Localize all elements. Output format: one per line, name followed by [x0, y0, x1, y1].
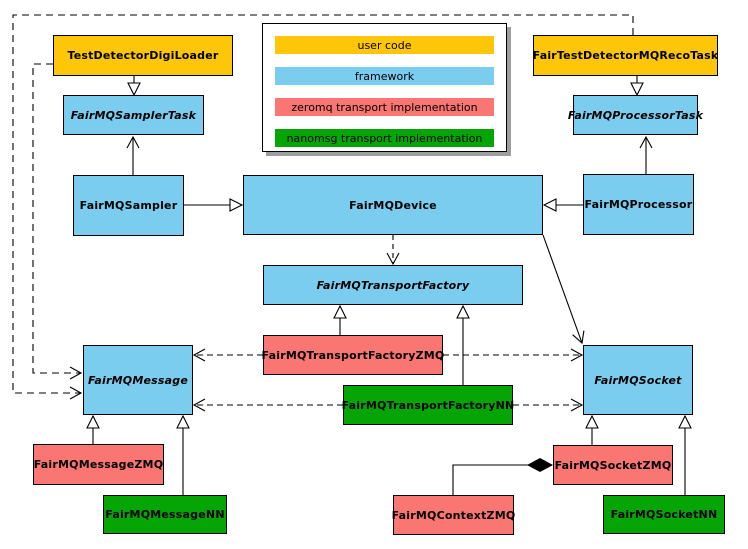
class-label: FairMQMessage: [87, 373, 189, 387]
class-box-fairmqmessagezmq: FairMQMessageZMQ: [33, 444, 164, 485]
class-label: TestDetectorDigiLoader: [67, 49, 219, 62]
class-box-fairmqsocketnn: FairMQSocketNN: [603, 495, 725, 534]
legend: user code framework zeromq transport imp…: [262, 23, 507, 152]
class-box-fairmqsamplertask: FairMQSamplerTask: [63, 95, 204, 135]
class-box-fairmqsocket: FairMQSocket: [583, 345, 693, 415]
legend-item-user-code: user code: [275, 36, 494, 54]
class-box-fairmqtransportfactory: FairMQTransportFactory: [263, 265, 523, 305]
edge-loader-uses-message: [32, 63, 83, 380]
class-box-fairtestdetectormqrecotask: FairTestDetectorMQRecoTask: [533, 35, 718, 76]
class-label: FairMQMessageNN: [105, 508, 225, 521]
class-box-fairmqcontextzmq: FairMQContextZMQ: [391, 495, 516, 535]
class-label: FairMQSocket: [594, 373, 682, 387]
composition-diamond-icon: [527, 458, 553, 472]
class-box-fairmqprocessor: FairMQProcessor: [583, 174, 694, 235]
class-box-fairmqmessage: FairMQMessage: [83, 345, 193, 415]
class-label: FairMQMessageZMQ: [33, 458, 164, 471]
class-label: FairMQTransportFactory: [316, 278, 470, 292]
legend-item-nanomsg: nanomsg transport implementation: [275, 129, 494, 147]
class-label: FairMQSampler: [79, 199, 178, 212]
legend-label: user code: [357, 38, 412, 52]
edge-device-socket: [542, 234, 585, 345]
class-label: FairMQProcessor: [584, 198, 693, 211]
class-label: FairMQTransportFactoryNN: [341, 398, 515, 412]
legend-item-framework: framework: [275, 67, 494, 85]
legend-item-zeromq: zeromq transport implementation: [275, 98, 494, 116]
legend-label: zeromq transport implementation: [291, 100, 478, 114]
class-label: FairMQSocketZMQ: [554, 458, 672, 472]
class-label: FairMQSamplerTask: [70, 108, 197, 122]
class-label: FairMQProcessorTask: [567, 108, 704, 122]
edge-contextzmq-socketzmq: [452, 464, 528, 495]
class-box-fairmqmessagenn: FairMQMessageNN: [103, 495, 227, 534]
class-label: FairMQDevice: [349, 198, 437, 212]
class-label: FairMQContextZMQ: [391, 508, 516, 522]
legend-label: nanomsg transport implementation: [286, 131, 483, 145]
class-box-fairmqsampler: FairMQSampler: [73, 175, 184, 236]
legend-label: framework: [354, 69, 415, 83]
class-box-testdetectordigiloader: TestDetectorDigiLoader: [53, 35, 233, 76]
class-label: FairMQSocketNN: [610, 508, 718, 521]
class-label: FairMQTransportFactoryZMQ: [261, 348, 445, 362]
class-box-fairmqdevice: FairMQDevice: [243, 175, 543, 235]
class-box-fairmqtransportfactorynn: FairMQTransportFactoryNN: [341, 385, 515, 425]
class-box-fairmqprocessortask: FairMQProcessorTask: [568, 95, 703, 135]
class-box-fairmqsocketzmq: FairMQSocketZMQ: [553, 445, 673, 485]
class-box-fairmqtransportfactoryzmq: FairMQTransportFactoryZMQ: [261, 335, 445, 375]
edge-recotask-uses-message: [12, 14, 634, 400]
class-label: FairTestDetectorMQRecoTask: [532, 49, 719, 62]
